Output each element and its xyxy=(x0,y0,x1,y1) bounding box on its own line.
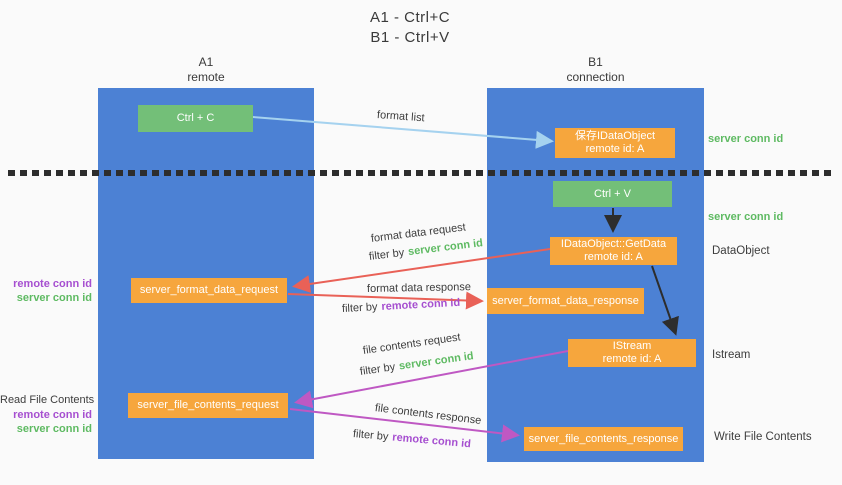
lane-header-a1: A1 remote xyxy=(98,55,314,85)
label-istream: Istream xyxy=(712,349,751,361)
node-server-format-data-request: server_format_data_request xyxy=(131,278,287,303)
label-write-file-contents: Write File Contents xyxy=(714,431,812,443)
node-getdata-line2: remote id: A xyxy=(584,251,643,263)
remote-conn-id-text: remote conn id xyxy=(381,296,461,313)
node-istream: IStream remote id: A xyxy=(568,339,696,367)
node-server-file-contents-response: server_file_contents_response xyxy=(524,427,683,451)
node-save-idataobject: 保存IDataObject remote id: A xyxy=(555,128,675,158)
remote-conn-id-text: remote conn id xyxy=(391,431,472,451)
label-conn-ids-lower-left: remote conn id server conn id xyxy=(0,408,92,436)
title-line-2: B1 - Ctrl+V xyxy=(370,29,450,46)
node-ctrl-v-label: Ctrl + V xyxy=(594,187,631,200)
lane-a1-subtitle: remote xyxy=(187,70,225,84)
label-format-data-response: format data response xyxy=(366,281,472,295)
node-ctrl-c-label: Ctrl + C xyxy=(176,112,215,124)
title-line-1: A1 - Ctrl+C xyxy=(369,9,451,26)
lane-b1-subtitle: connection xyxy=(566,70,625,84)
node-istream-line2: remote id: A xyxy=(602,353,662,365)
server-conn-id-label: server conn id xyxy=(16,423,92,435)
label-server-conn-id-top-right: server conn id xyxy=(708,133,784,145)
server-conn-id-text: server conn id xyxy=(398,350,475,373)
node-server-format-data-response: server_format_data_response xyxy=(487,288,644,314)
node-server-file-contents-request-label: server_file_contents_request xyxy=(137,399,279,411)
remote-conn-id-label: remote conn id xyxy=(13,409,92,421)
node-istream-line1: IStream xyxy=(612,340,652,352)
node-save-idataobject-line2: remote id: A xyxy=(585,143,645,155)
server-conn-id-text: server conn id xyxy=(407,237,484,259)
node-ctrl-v: Ctrl + V xyxy=(553,181,672,207)
node-idataobject-getdata: IDataObject::GetData remote id: A xyxy=(550,237,677,265)
filter-by-text: filter by xyxy=(359,361,396,378)
lane-header-b1: B1 connection xyxy=(487,55,704,85)
dotted-divider-line xyxy=(8,170,834,176)
filter-by-text: filter by xyxy=(341,301,378,315)
remote-conn-id-label: remote conn id xyxy=(13,278,92,290)
filter-by-text: filter by xyxy=(368,246,405,263)
label-read-file-contents: Read File Contents xyxy=(0,394,95,406)
server-conn-id-label: server conn id xyxy=(16,292,92,304)
node-server-format-data-response-label: server_format_data_response xyxy=(492,294,639,307)
node-getdata-line1: IDataObject::GetData xyxy=(560,238,667,250)
lane-b1-name: B1 xyxy=(588,55,603,69)
label-conn-ids-upper-left: remote conn id server conn id xyxy=(0,277,92,305)
node-save-idataobject-line1: 保存IDataObject xyxy=(574,130,656,142)
label-file-contents-response: file contents response xyxy=(374,402,482,427)
diagram-title: A1 - Ctrl+C B1 - Ctrl+V xyxy=(300,8,520,48)
node-server-format-data-request-label: server_format_data_request xyxy=(139,284,279,296)
node-ctrl-c: Ctrl + C xyxy=(138,105,253,132)
filter-by-text: filter by xyxy=(352,428,389,444)
node-server-file-contents-response-label: server_file_contents_response xyxy=(528,432,679,445)
node-server-file-contents-request: server_file_contents_request xyxy=(128,393,288,418)
label-dataobject: DataObject xyxy=(712,245,770,257)
label-format-list: format list xyxy=(376,109,425,125)
lane-a1-name: A1 xyxy=(198,55,214,69)
label-server-conn-id-mid-right: server conn id xyxy=(708,211,784,223)
